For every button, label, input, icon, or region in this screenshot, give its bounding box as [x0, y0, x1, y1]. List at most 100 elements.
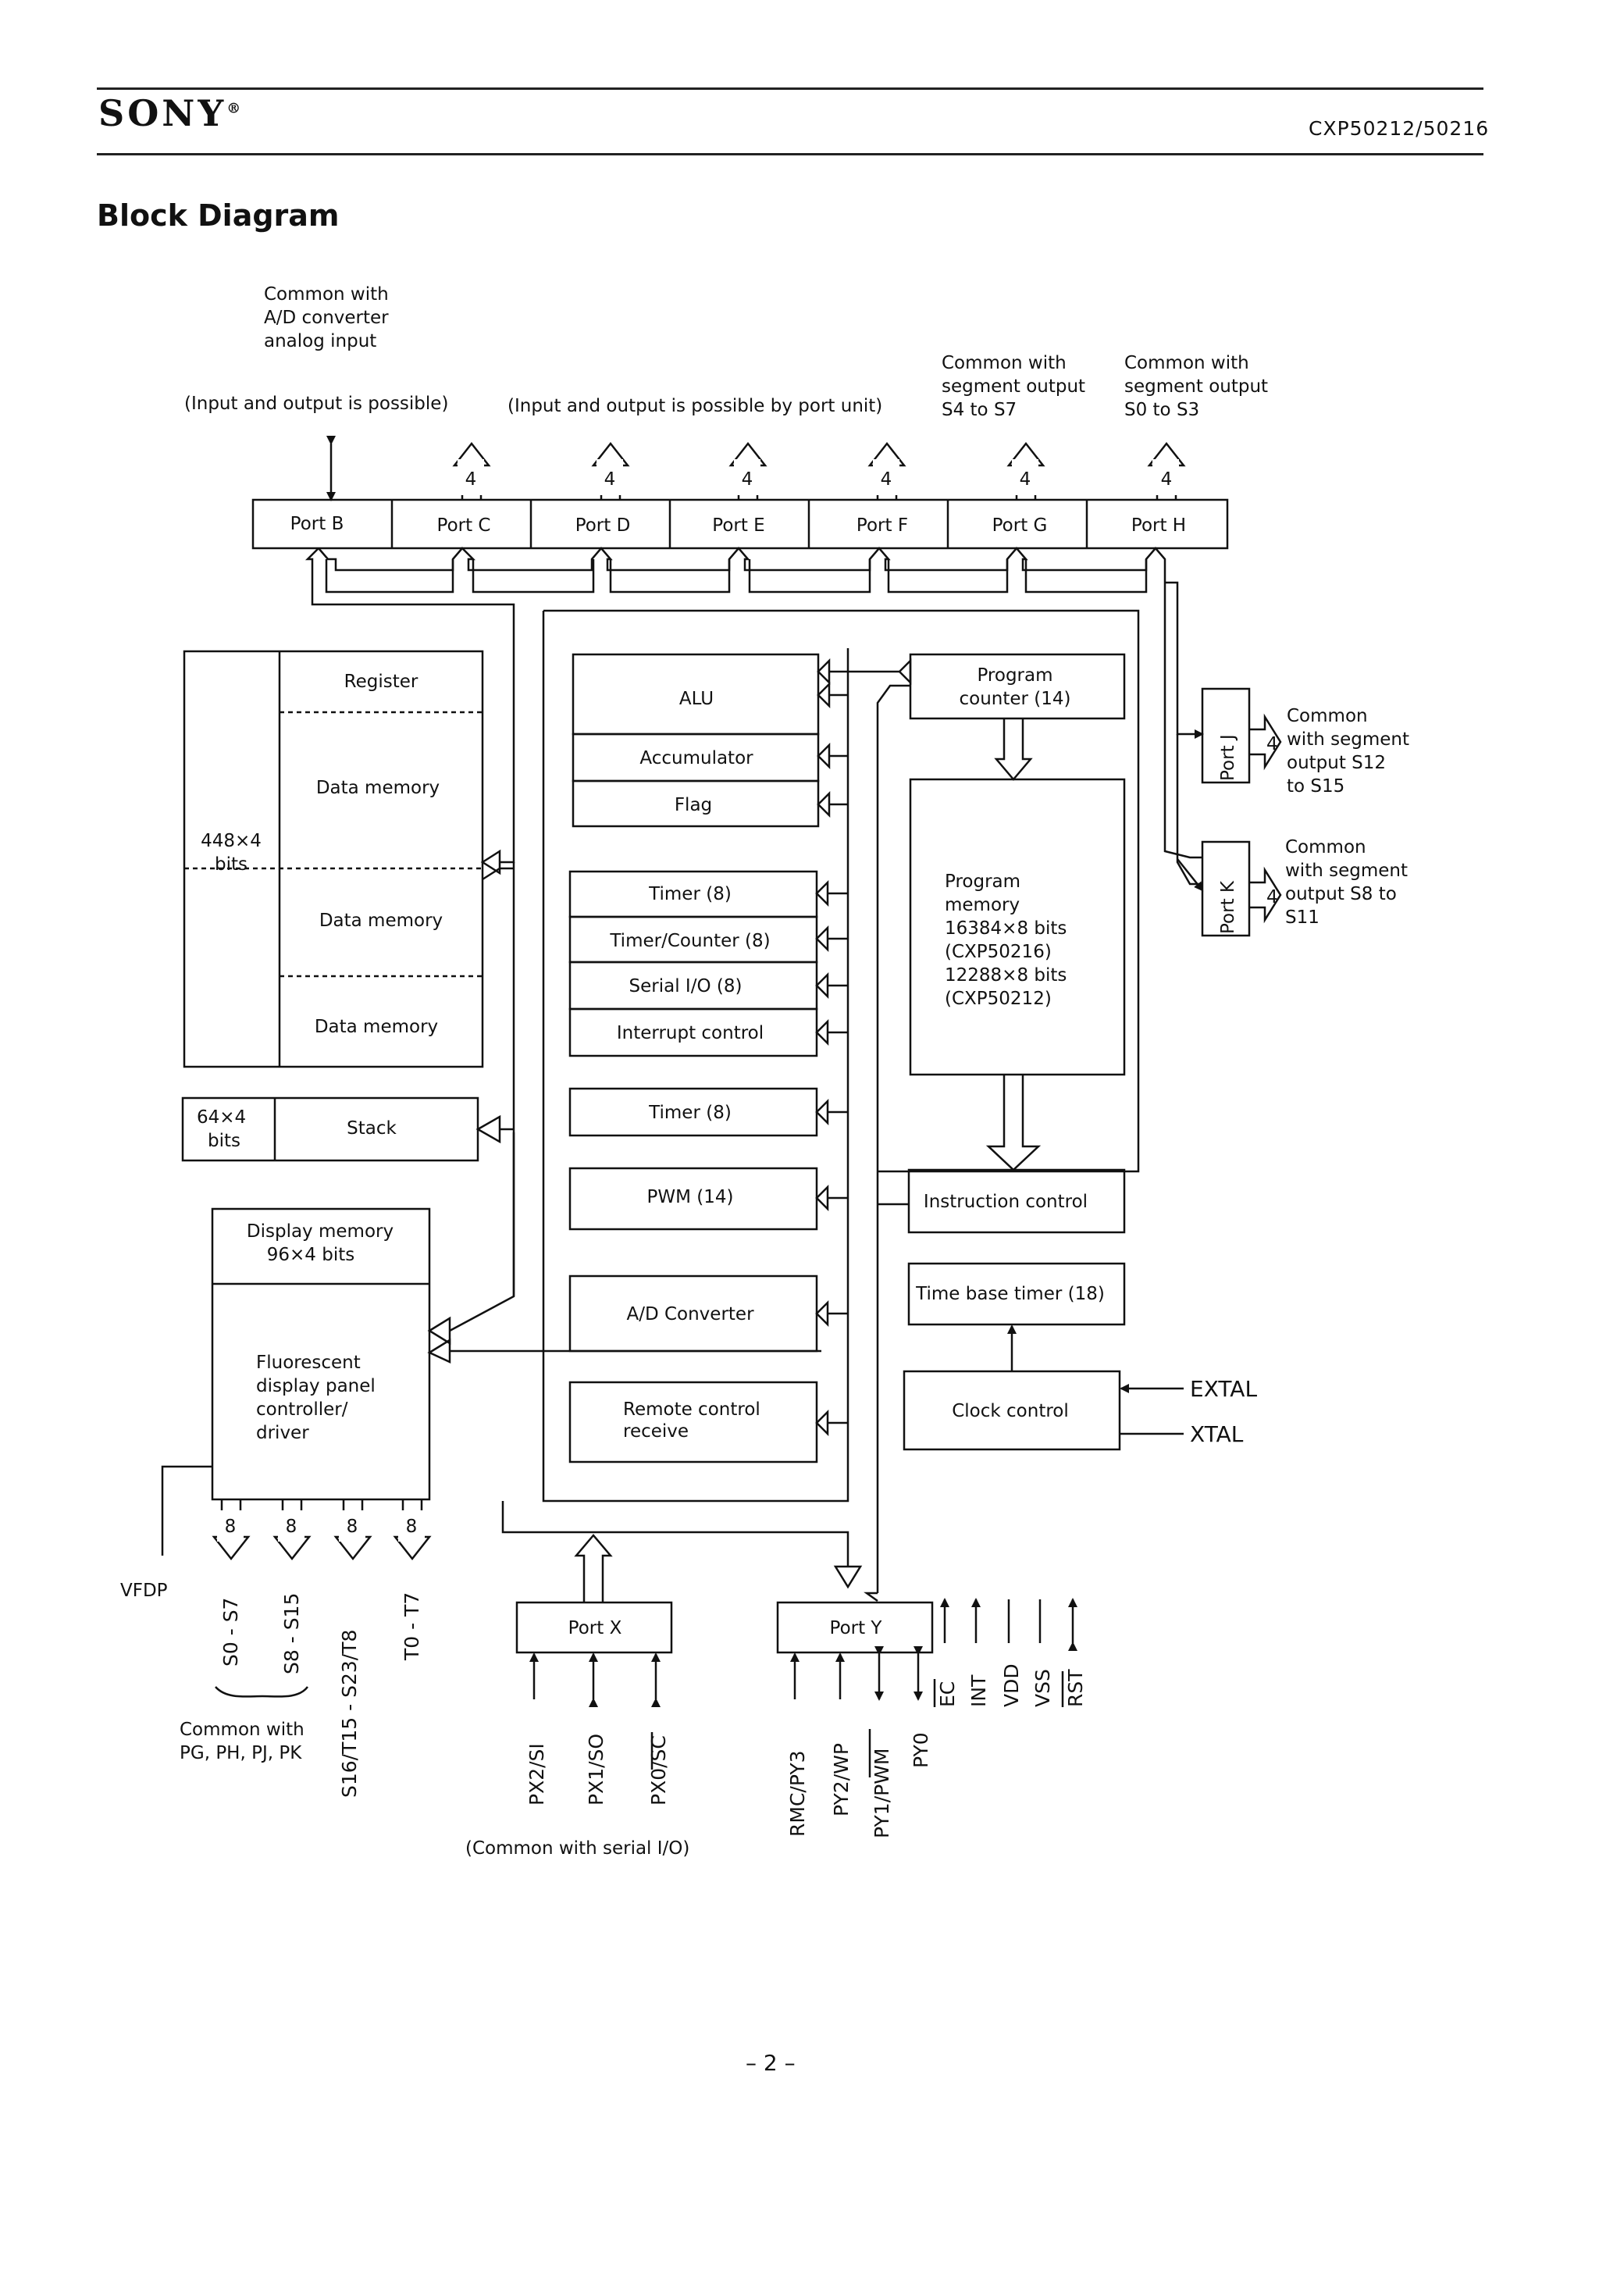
px0-label: PX0/SC	[647, 1735, 670, 1806]
seg-label-s0-s7: S0 - S7	[219, 1598, 242, 1667]
pwm-label: PWM (14)	[647, 1187, 734, 1207]
ram-block	[183, 650, 484, 1068]
alu-label: ALU	[679, 689, 714, 709]
common-with-2: PG, PH, PJ, PK	[180, 1743, 302, 1763]
port-k-note-3: output S8 to	[1285, 884, 1397, 904]
port-g-label: Port G	[992, 515, 1048, 536]
cpu-container	[542, 611, 849, 1503]
port-f-label: Port F	[857, 515, 908, 536]
adc-label: A/D Converter	[626, 1304, 754, 1324]
py1-label: PY1/PWM	[871, 1749, 893, 1839]
port-j-note-3: output S12	[1287, 753, 1386, 773]
port-row	[251, 498, 1229, 550]
vdd-label: VDD	[1000, 1663, 1023, 1707]
svg-text:4: 4	[1020, 469, 1031, 490]
port-h-label: Port H	[1131, 515, 1186, 536]
svg-text:8: 8	[406, 1517, 418, 1537]
timer-counter-label: Timer/Counter (8)	[609, 931, 770, 951]
common-with-1: Common with	[180, 1720, 304, 1740]
cpu-container-top	[543, 609, 1140, 1173]
px2-label: PX2/SI	[525, 1743, 548, 1806]
porth-note-3: S0 to S3	[1124, 400, 1199, 420]
header-rule-bottom	[97, 153, 1483, 155]
stack-size: 64×4	[197, 1107, 246, 1128]
stack-unit: bits	[208, 1131, 240, 1151]
vss-label: VSS	[1031, 1669, 1054, 1707]
portg-note-1: Common with	[942, 353, 1067, 373]
fluorescent-2: display panel	[256, 1376, 376, 1396]
portcf-io-note: (Input and output is possible by port un…	[508, 396, 882, 416]
portg-note-3: S4 to S7	[942, 400, 1017, 420]
portd-bus-arrow: 4	[591, 441, 630, 500]
porth-bus-arrow: 4	[1147, 441, 1186, 500]
serial-io-label: Serial I/O (8)	[629, 976, 743, 996]
port-x-label: Port X	[568, 1618, 622, 1638]
port-k-note-2: with segment	[1285, 861, 1408, 881]
svg-text:4: 4	[465, 469, 477, 490]
part-number: CXP50212/50216	[1309, 117, 1490, 140]
portb-note-3: analog input	[264, 331, 376, 351]
portb-note-2: A/D converter	[264, 308, 389, 328]
sony-logo: SONY®	[98, 92, 241, 134]
interrupt-label: Interrupt control	[617, 1023, 764, 1043]
ec-label: EC	[936, 1681, 959, 1707]
port-y-block	[776, 1601, 934, 1654]
svg-text:4: 4	[1161, 469, 1173, 490]
display-block	[211, 1207, 431, 1501]
seg-bus-3: 8	[333, 1499, 372, 1561]
flag-label: Flag	[675, 795, 712, 815]
display-memory-2: 96×4 bits	[267, 1245, 354, 1265]
pm-label-5: 12288×8 bits	[945, 965, 1067, 986]
timebase-block	[907, 1262, 1126, 1326]
pm-label-3: 16384×8 bits	[945, 918, 1067, 939]
pc-label-1: Program	[977, 665, 1052, 686]
porte-bus-arrow: 4	[728, 441, 767, 500]
port-bus-top	[318, 547, 1166, 583]
page-number: – 2 –	[746, 2050, 796, 2076]
port-k-bus-arrow	[1249, 866, 1282, 924]
timebase-label: Time base timer (18)	[915, 1284, 1105, 1304]
page-title: Block Diagram	[97, 198, 340, 233]
py0-label: PY0	[910, 1732, 932, 1768]
ram-size: 448×4	[201, 831, 262, 851]
clock-label: Clock control	[952, 1401, 1069, 1421]
timer8-label: Timer (8)	[648, 884, 732, 904]
fluorescent-4: driver	[256, 1423, 309, 1443]
data-memory-1: Data memory	[316, 778, 440, 798]
port-j-bus-arrow	[1249, 713, 1282, 771]
pm-label-1: Program	[945, 872, 1020, 892]
timer8b-label: Timer (8)	[648, 1103, 732, 1123]
ram-unit: bits	[215, 854, 248, 875]
portb-note-1: Common with	[264, 284, 389, 305]
display-memory-1: Display memory	[247, 1221, 394, 1242]
port-k-label: Port K	[1218, 880, 1238, 934]
fluorescent-1: Fluorescent	[256, 1353, 361, 1373]
seg-bus-2: 8	[272, 1499, 312, 1561]
pm-to-ic-arrow	[985, 1075, 1042, 1171]
pm-label-6: (CXP50212)	[945, 989, 1052, 1009]
port-d-label: Port D	[575, 515, 631, 536]
accumulator-label: Accumulator	[639, 748, 753, 768]
pc-label-2: counter (14)	[959, 689, 1070, 709]
port-j-note-2: with segment	[1287, 729, 1409, 750]
portf-bus-arrow: 4	[867, 441, 906, 500]
px1-label: PX1/SO	[585, 1734, 607, 1806]
seg-label-t0-t7: T0 - T7	[401, 1592, 423, 1661]
xtal-label: XTAL	[1190, 1421, 1244, 1447]
port-j-block	[1201, 687, 1251, 784]
seg-bus-4: 8	[393, 1499, 432, 1561]
remote-label-1: Remote control	[623, 1399, 760, 1420]
port-e-label: Port E	[712, 515, 764, 536]
svg-text:4: 4	[881, 469, 892, 490]
register-label: Register	[344, 672, 418, 692]
fluorescent-3: controller/	[256, 1399, 348, 1420]
port-k-block	[1201, 840, 1251, 937]
portc-bus-arrow: 4	[452, 441, 491, 500]
data-memory-3: Data memory	[315, 1017, 438, 1037]
rst-label: RST	[1064, 1669, 1087, 1707]
program-memory-block	[909, 778, 1126, 1076]
remote-block	[568, 1381, 818, 1463]
pm-label-4: (CXP50216)	[945, 942, 1052, 962]
instruction-label: Instruction control	[924, 1192, 1088, 1212]
